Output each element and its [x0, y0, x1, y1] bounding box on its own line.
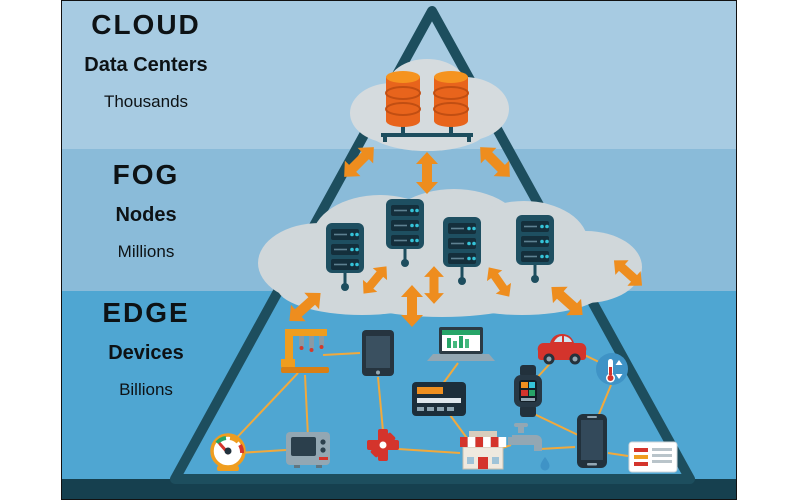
car-icon: [537, 334, 587, 365]
medical-star-icon: [367, 429, 399, 461]
gauge-icon: [210, 433, 246, 471]
fog-tier-labels: FOG Nodes Millions: [62, 159, 230, 262]
edge-tier-name: EDGE: [102, 297, 190, 328]
edge-tier-sub: Devices: [108, 342, 184, 364]
retro-tv-icon: [286, 432, 330, 468]
database-stack-icon: [433, 70, 469, 128]
fog-tier-scale: Millions: [117, 242, 175, 261]
industrial-robot-icon: [281, 329, 329, 373]
edge-tier-scale: Billions: [119, 380, 173, 399]
double-arrow-icon: [416, 152, 438, 194]
web-list-icon: [628, 441, 678, 473]
tablet-icon: [362, 330, 394, 376]
laptop-icon: [427, 327, 495, 361]
edge-tier-labels: EDGE Devices Billions: [62, 297, 230, 400]
cloud-tier-name: CLOUD: [91, 9, 201, 40]
thermometer-icon: [596, 353, 628, 385]
pyramid-diagram: [170, 6, 695, 484]
cloud-tier-sub: Data Centers: [84, 54, 208, 76]
diagram-frame: CLOUD Data Centers Thousands FOG Nodes M…: [61, 0, 737, 500]
cloud-tier-cloud: [350, 59, 509, 151]
cloud-tier-labels: CLOUD Data Centers Thousands: [62, 9, 230, 112]
fog-tier-sub: Nodes: [115, 204, 177, 226]
payment-card-icon: [412, 382, 466, 416]
database-stack-icon: [385, 70, 421, 128]
fog-tier-name: FOG: [112, 159, 180, 190]
faucet-icon: [508, 423, 550, 471]
store-icon: [460, 431, 507, 470]
smartphone-icon: [577, 414, 607, 468]
smartwatch-icon: [514, 365, 542, 417]
cloud-tier-scale: Thousands: [103, 92, 189, 111]
